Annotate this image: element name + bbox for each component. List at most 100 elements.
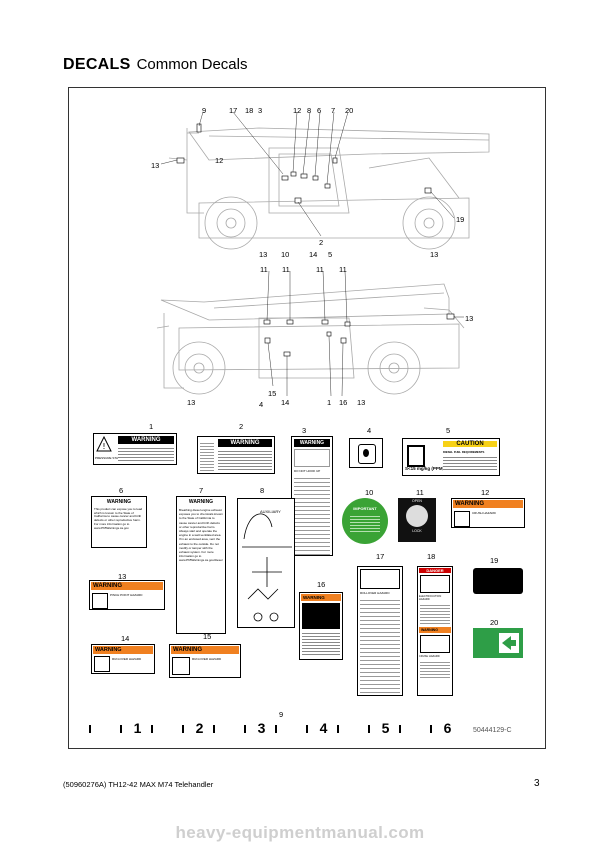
callout-number: 11 bbox=[339, 265, 347, 274]
reference-code: 50444129-C bbox=[473, 727, 512, 734]
decal-title: WARNING bbox=[91, 582, 163, 590]
decal-title: CAUTION bbox=[443, 441, 497, 447]
decal-number: 11 bbox=[416, 488, 424, 497]
decal-16: WARNING bbox=[299, 592, 343, 660]
callout-number: 15 bbox=[268, 389, 277, 398]
callout-number: 13 bbox=[259, 250, 268, 259]
decal-text-2: CRUSH HAZARD bbox=[419, 655, 440, 658]
run-over-icon bbox=[94, 656, 110, 672]
decal-number: 8 bbox=[260, 486, 265, 495]
decal-number: 13 bbox=[118, 572, 127, 581]
pinch-point-icon bbox=[92, 593, 108, 609]
decal-text: DO NOT HOOK UP bbox=[294, 469, 321, 473]
run-over-icon bbox=[172, 657, 190, 675]
ruler-digit: 5 bbox=[381, 720, 390, 736]
ruler-digit: 3 bbox=[257, 720, 266, 736]
callout-number: 7 bbox=[331, 106, 336, 115]
decal-title: WARNING bbox=[301, 594, 341, 601]
decal-8: AUXILIARY bbox=[237, 498, 295, 628]
decal-title: WARNING bbox=[93, 646, 153, 654]
decal-title: WARNING bbox=[118, 436, 174, 444]
ruler-tick bbox=[368, 725, 370, 733]
callout-number: 5 bbox=[328, 250, 333, 259]
page-header: DECALS Common Decals bbox=[63, 56, 247, 74]
decal-number: 7 bbox=[199, 486, 204, 495]
callout-number: 13 bbox=[151, 161, 160, 170]
caption: PRESSURE STAY bbox=[95, 456, 120, 460]
callout-number: 14 bbox=[281, 398, 290, 407]
callout-number: 19 bbox=[456, 215, 465, 224]
decal-13: WARNING PINCH POINT HAZARD bbox=[89, 580, 165, 610]
fuel-pump-icon bbox=[407, 445, 425, 467]
decal-title: WARNING bbox=[171, 646, 239, 654]
decal-17: ROLLOVER HAZARD bbox=[357, 566, 403, 696]
section-subtitle: Common Decals bbox=[136, 56, 248, 73]
callout-number: 2 bbox=[319, 238, 324, 247]
watermark: heavy-equipmentmanual.com bbox=[175, 823, 425, 842]
ruler-tick bbox=[430, 725, 432, 733]
decal-number: 19 bbox=[490, 556, 499, 565]
electrocution-icon bbox=[420, 575, 450, 593]
crush-hazard-icon: ! bbox=[96, 435, 112, 460]
decal-text: CRUSH HAZARD bbox=[472, 511, 496, 515]
callout-number: 9 bbox=[202, 106, 207, 115]
joystick-pattern-icon bbox=[242, 513, 292, 622]
decal-4 bbox=[349, 438, 383, 468]
decal-19 bbox=[473, 568, 523, 594]
callout-number: 1 bbox=[327, 398, 332, 407]
decal-2: WARNING bbox=[197, 436, 275, 474]
section-title: DECALS bbox=[63, 56, 131, 73]
callout-number: 11 bbox=[260, 265, 268, 274]
callout-number: 16 bbox=[339, 398, 348, 407]
ruler-tick bbox=[213, 725, 215, 733]
callout-number: 18 bbox=[245, 106, 254, 115]
callout-number: 11 bbox=[282, 265, 290, 274]
decal-7: WARNING Breathing diesel engine exhaust … bbox=[176, 496, 226, 634]
callout-number: 20 bbox=[345, 106, 354, 115]
decal-15: WARNING RUN-OVER HAZARD bbox=[169, 644, 241, 678]
decal-title: AUXILIARY bbox=[260, 509, 281, 514]
decal-number: 12 bbox=[481, 488, 490, 497]
decal-number: 5 bbox=[446, 426, 451, 435]
decal-label-bottom: LOCK bbox=[412, 529, 422, 533]
decal-number: 2 bbox=[239, 422, 244, 431]
callout-number: 11 bbox=[316, 265, 324, 274]
key-switch-icon bbox=[406, 505, 428, 527]
callout-number: 17 bbox=[229, 106, 238, 115]
callout-number: 13 bbox=[430, 250, 439, 259]
decal-text: RUN-OVER HAZARD bbox=[112, 657, 142, 661]
callout-number: 10 bbox=[281, 250, 290, 259]
crush-icon bbox=[420, 635, 450, 653]
decal-title: WARNING bbox=[218, 439, 272, 447]
ruler-tick bbox=[244, 725, 246, 733]
decal-title: IMPORTANT bbox=[353, 506, 377, 511]
callout-number: 3 bbox=[258, 106, 263, 115]
ruler-tick bbox=[306, 725, 308, 733]
decal-12: WARNING CRUSH HAZARD bbox=[451, 498, 525, 528]
crush-icon bbox=[454, 511, 470, 527]
decal-title: WARNING bbox=[294, 439, 330, 447]
ruler-tick bbox=[89, 725, 91, 733]
callout-number: 12 bbox=[215, 156, 224, 165]
decal-number: 17 bbox=[376, 552, 385, 561]
svg-text:!: ! bbox=[102, 442, 105, 451]
decal-5: CAUTION S<15 mg/kg (PPM) DIESEL FUEL REQ… bbox=[402, 438, 500, 476]
decal-number: 15 bbox=[203, 632, 212, 641]
fuel-spec: S<15 mg/kg (PPM) bbox=[405, 466, 445, 471]
decal-number: 3 bbox=[302, 426, 307, 435]
callout-number: 13 bbox=[357, 398, 366, 407]
footer-doc: (50960276A) TH12-42 MAX M74 Telehandler bbox=[63, 780, 214, 789]
decal-number: 6 bbox=[119, 486, 124, 495]
decal-number: 9 bbox=[279, 710, 284, 719]
ruler-tick bbox=[337, 725, 339, 733]
decal-title: WARNING bbox=[453, 500, 523, 508]
ruler-tick bbox=[399, 725, 401, 733]
callout-number: 13 bbox=[465, 314, 474, 323]
decal-number: 1 bbox=[149, 422, 154, 431]
decal-number: 20 bbox=[490, 618, 499, 627]
decal-title-2: WARNING bbox=[419, 627, 451, 633]
fan-hazard-icon bbox=[302, 603, 340, 629]
decal-number: 18 bbox=[427, 552, 436, 561]
